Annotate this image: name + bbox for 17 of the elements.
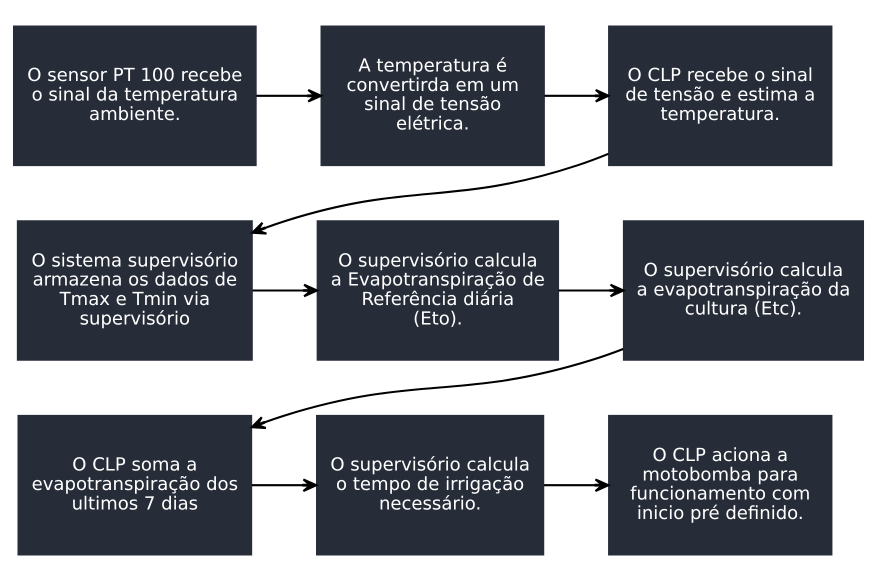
- node-box: A temperatura é convertirda em um sinal de tensão elétrica.: [320, 26, 545, 166]
- node-box: O CLP soma a evapotranspiração dos ultimos 7 dias: [17, 414, 252, 556]
- node-box: O supervisório calcula a evapotranspiração da cultura (Etc).: [622, 220, 864, 361]
- arrow: [256, 88, 322, 103]
- arrow: [251, 152, 609, 235]
- node-box: O sistema supervisório armazena os dados de Tmax e Tmin via supervisório: [16, 220, 253, 361]
- arrow: [250, 348, 624, 430]
- arrow: [252, 284, 318, 298]
- arrow: [558, 284, 624, 298]
- node-box: O CLP aciona a motobomba para funcionamento com inicio pré definido.: [608, 414, 832, 556]
- node-box: O sensor PT 100 recebe o sinal da temperatura ambiente.: [12, 26, 257, 166]
- node-box: O supervisório calcula o tempo de irrigação necessário.: [316, 414, 544, 556]
- node-box: O supervisório calcula a Evapotranspiração de Referência diária (Eto).: [316, 220, 560, 361]
- arrow: [544, 88, 610, 103]
- arrow: [252, 478, 318, 492]
- arrow: [544, 478, 610, 492]
- node-box: O CLP recebe o sinal de tensão e estima a temperatura.: [608, 26, 832, 166]
